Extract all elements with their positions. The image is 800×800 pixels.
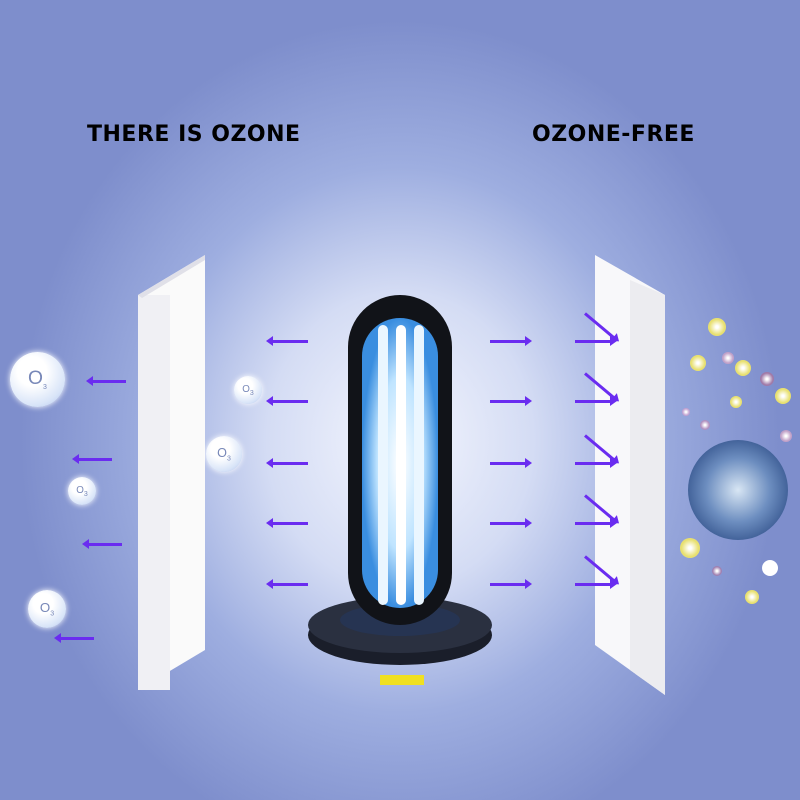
arrow-icon (490, 518, 532, 528)
ozone-bubble-icon: O3 (10, 352, 65, 407)
germ-icon (700, 420, 710, 430)
germ-icon (722, 352, 734, 364)
germ-icon (708, 318, 726, 336)
arrow-icon (82, 539, 122, 549)
arrow-icon (490, 579, 532, 589)
virus-icon (688, 440, 788, 540)
arrow-icon (72, 454, 112, 464)
arrow-icon (266, 458, 308, 468)
arrow-icon (54, 633, 94, 643)
germ-icon (680, 538, 700, 558)
arrow-icon (490, 458, 532, 468)
germ-icon (735, 360, 751, 376)
germ-icon (730, 396, 742, 408)
arrow-icon (266, 336, 308, 346)
germ-icon (690, 355, 706, 371)
arrow-icon (266, 579, 308, 589)
arrow-icon (490, 396, 532, 406)
uv-lamp (308, 295, 492, 685)
germ-icon (760, 372, 774, 386)
arrow-icon (575, 518, 617, 528)
germ-icon (682, 408, 690, 416)
germ-icon (762, 560, 778, 576)
left-filter-panel (138, 255, 205, 690)
heading-there-is-ozone: THERE IS OZONE (87, 122, 301, 147)
ozone-bubble-icon: O3 (234, 376, 262, 404)
arrow-icon (575, 396, 617, 406)
ozone-bubble-icon: O3 (28, 590, 66, 628)
germ-icon (745, 590, 759, 604)
arrow-icon (266, 518, 308, 528)
arrow-icon (575, 458, 617, 468)
arrow-icon (575, 579, 617, 589)
germ-icon (780, 430, 792, 442)
germ-icon (712, 566, 722, 576)
right-filter-panel (595, 255, 665, 695)
germ-icon (775, 388, 791, 404)
heading-ozone-free: OZONE-FREE (532, 122, 695, 147)
arrow-icon (86, 376, 126, 386)
arrow-icon (490, 336, 532, 346)
arrow-icon (266, 396, 308, 406)
ozone-bubble-icon: O3 (68, 477, 96, 505)
ozone-bubble-icon: O3 (206, 436, 242, 472)
arrow-icon (575, 336, 617, 346)
